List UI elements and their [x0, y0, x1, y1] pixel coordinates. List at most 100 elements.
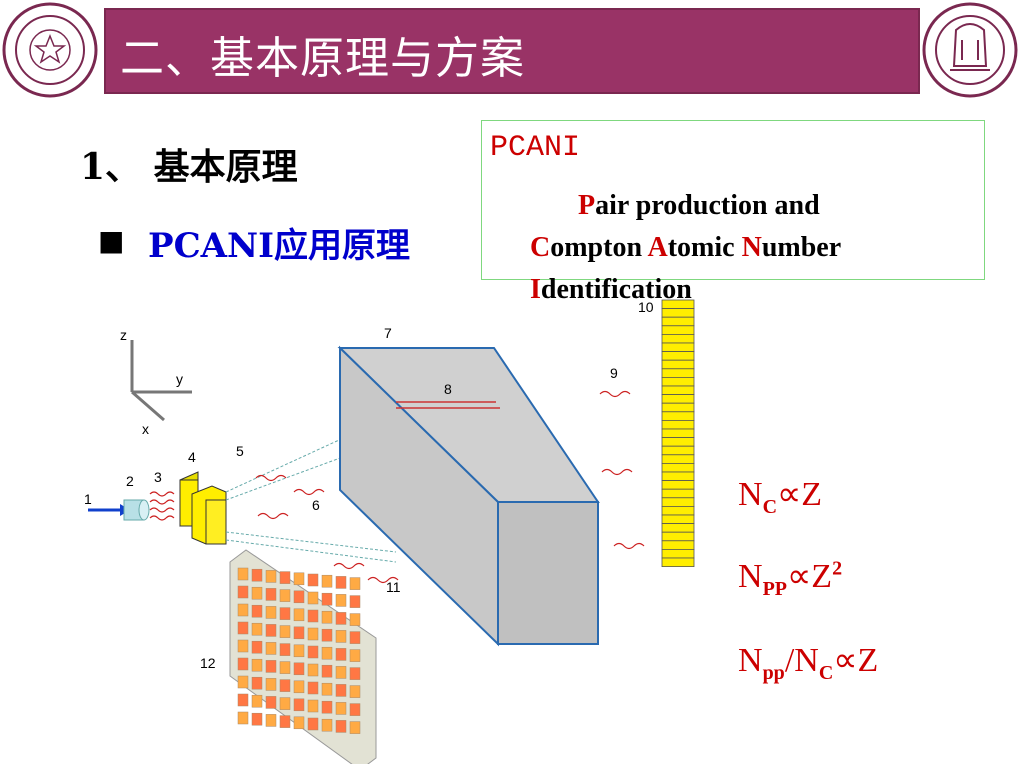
grid-cell [335, 594, 347, 607]
grid-cell [293, 680, 305, 694]
word-compton: ompton [550, 232, 648, 263]
pcani-expansion: Pair production and Compton Atomic Numbe… [530, 185, 950, 311]
grid-cell [279, 625, 291, 638]
column-segment [661, 377, 695, 387]
grid-cell [349, 649, 361, 662]
grid-cell [335, 630, 347, 643]
column-segment [661, 548, 695, 559]
grid-cell [237, 711, 249, 725]
grid-cell [307, 663, 319, 677]
grid-cell [237, 639, 249, 653]
grid-cell [349, 595, 361, 608]
column-segment [661, 351, 695, 361]
grid-cell [265, 660, 277, 673]
grid-cell [321, 664, 333, 678]
converter-blocks [179, 471, 227, 545]
grid-cell [265, 624, 277, 637]
grid-cell [265, 606, 277, 619]
grid-cell [251, 568, 263, 582]
detector-array-grid [229, 549, 377, 764]
grid-cell [335, 702, 347, 715]
grid-cell [265, 642, 277, 655]
column-segment [661, 523, 695, 533]
axis-label-x: x [142, 421, 149, 437]
grid-cell [251, 640, 263, 654]
column-segment [661, 480, 695, 490]
formula-ratio-sub: pp [762, 661, 785, 684]
grid-cell [279, 715, 291, 728]
grid-cell [321, 700, 333, 714]
axis-label-z: z [120, 327, 127, 343]
axis-label-y: y [176, 371, 183, 387]
grid-cell [237, 567, 249, 581]
formula-npp-sub: PP [762, 577, 787, 600]
grid-cell [321, 592, 333, 606]
scattered-rays [225, 411, 401, 563]
word-air-production: air production and [595, 190, 820, 221]
column-segment [661, 334, 695, 344]
column-segment [661, 454, 695, 464]
column-segment [661, 420, 695, 430]
grid-cell [251, 712, 263, 726]
grid-cell [349, 631, 361, 644]
label-12: 12 [200, 655, 216, 671]
grid-cell [349, 703, 361, 716]
grid-cell [307, 681, 319, 695]
bullet-text: PCANI应用原理 [148, 226, 410, 266]
grid-cell [293, 698, 305, 712]
grid-cell [349, 685, 361, 698]
grid-cell [237, 585, 249, 599]
column-segment [661, 325, 695, 335]
grid-cell [321, 574, 333, 588]
grid-cell [279, 679, 291, 692]
column-segment [661, 368, 695, 378]
column-segment [661, 437, 695, 447]
grid-cell [335, 576, 347, 589]
yellow-detector-column [661, 299, 695, 568]
grid-cell [279, 697, 291, 710]
formula-npp: NPP∝Z2 [738, 556, 842, 601]
label-1: 1 [84, 491, 92, 507]
grid-cell [237, 621, 249, 635]
grid-cell [293, 608, 305, 622]
initial-p: P [578, 190, 596, 221]
column-segment [661, 557, 695, 568]
formula-ratio: Npp/NC∝Z [738, 640, 878, 685]
formula-ratio-mid: /N [784, 642, 819, 679]
grid-cell [321, 718, 333, 732]
column-segment [661, 531, 695, 542]
particle-tracks [396, 401, 500, 409]
formula-ratio-base: N [738, 642, 763, 679]
initial-i: I [530, 274, 541, 305]
column-segment [661, 540, 695, 550]
grid-cell [265, 678, 277, 691]
formula-npp-sup: 2 [832, 557, 843, 580]
label-3: 3 [154, 469, 162, 485]
grid-cell [307, 591, 319, 605]
grid-cell [279, 607, 291, 620]
grid-cell [293, 572, 305, 586]
pcani-definition-box: PCANI Pair production and Compton Atomic… [481, 120, 985, 305]
grid-cell [265, 714, 277, 727]
column-segment [661, 394, 695, 404]
formula-nc-sub: C [762, 495, 778, 518]
label-4: 4 [188, 449, 196, 465]
grid-cell [251, 622, 263, 636]
title-bar: 二、基本原理与方案 [104, 8, 920, 94]
square-bullet-icon: ■ [98, 224, 125, 257]
column-segment [661, 471, 695, 482]
tsinghua-university-logo [922, 2, 1018, 98]
formula-nc: NC∝Z [738, 474, 822, 519]
grid-cell [251, 604, 263, 618]
grid-cell [335, 684, 347, 697]
grid-cell [349, 721, 361, 734]
column-segment [661, 308, 695, 318]
grid-cell [335, 666, 347, 679]
label-6: 6 [312, 497, 320, 513]
initial-n: N [741, 232, 762, 263]
column-segment [661, 428, 695, 439]
column-segment [661, 359, 695, 370]
grid-cell [307, 609, 319, 623]
formula-nc-rel: ∝Z [777, 476, 823, 513]
column-segment [661, 402, 695, 413]
